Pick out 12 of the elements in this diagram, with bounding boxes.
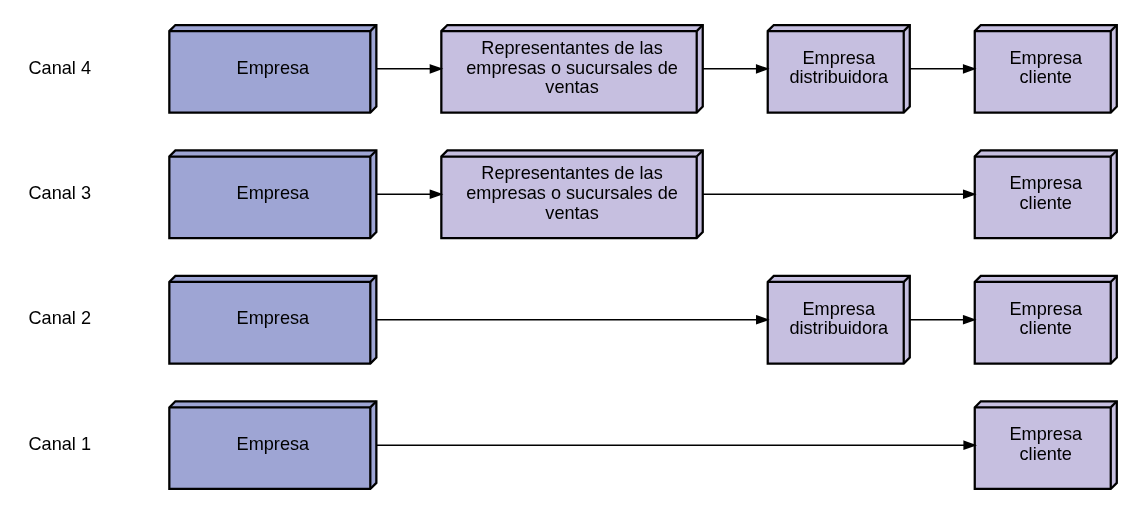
label: Canal 1: [28, 433, 92, 454]
arrow: [376, 314, 770, 325]
arrow: [375, 189, 444, 200]
arrow: [702, 189, 977, 200]
label: Canal 4: [28, 57, 92, 78]
label: Canal 3: [28, 182, 92, 203]
arrow: [375, 64, 444, 74]
arrow: [909, 314, 977, 325]
label: Canal 2: [28, 308, 92, 329]
arrow: [702, 64, 770, 74]
arrow: [909, 64, 977, 74]
arrow: [375, 440, 977, 450]
